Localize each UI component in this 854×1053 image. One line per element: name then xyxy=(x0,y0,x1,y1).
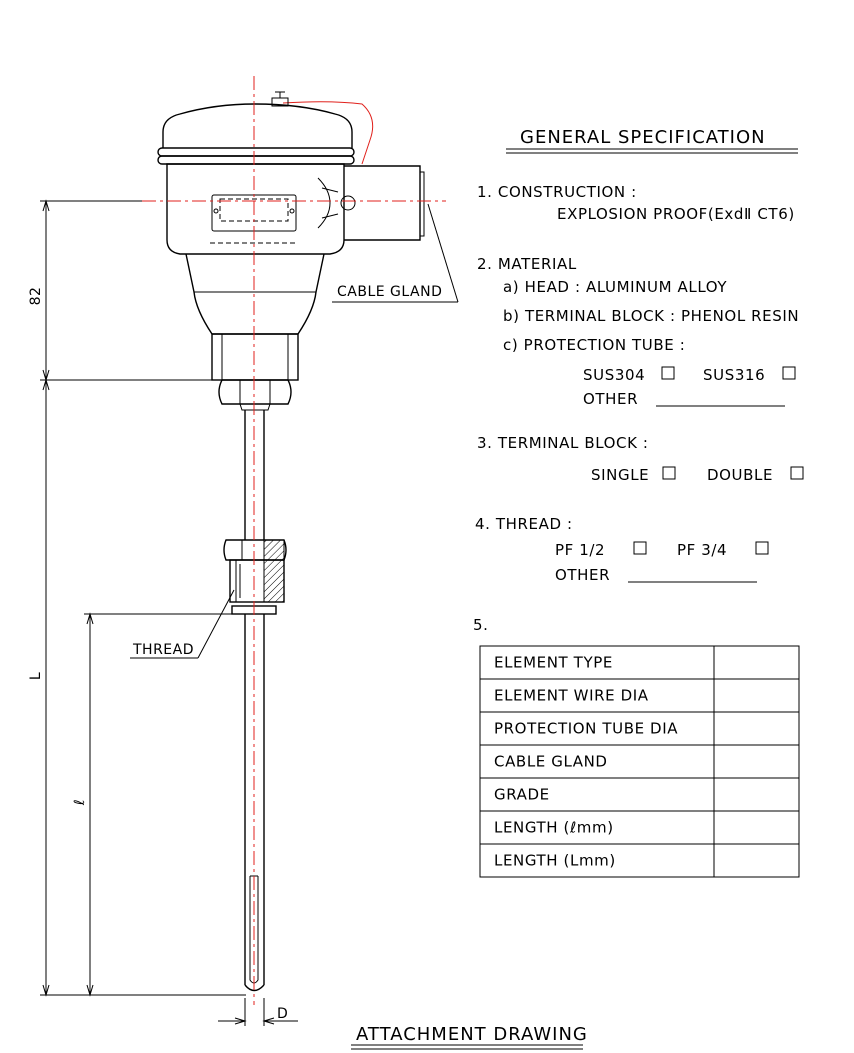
table-row-label: LENGTH (ℓmm) xyxy=(494,819,614,837)
checkbox-pf34[interactable] xyxy=(755,541,769,555)
material-terminal-block: b) TERMINAL BLOCK : PHENOL RESIN xyxy=(503,307,799,325)
thread-spec-label: 4. THREAD : xyxy=(475,515,573,533)
head-neck xyxy=(185,253,325,381)
checkbox-sus316[interactable] xyxy=(782,366,796,380)
construction-value: EXPLOSION PROOF(ExdⅡ CT6) xyxy=(557,205,795,223)
option-single-label: SINGLE xyxy=(591,466,649,484)
spec-title: GENERAL SPECIFICATION xyxy=(520,127,766,148)
dim-D-label: D xyxy=(277,1006,288,1022)
material-head: a) HEAD : ALUMINUM ALLOY xyxy=(503,278,727,296)
dim-l-label: ℓ xyxy=(72,799,88,806)
sensor-drawing: 82 L ℓ D xyxy=(28,76,459,1026)
option-sus316-label: SUS316 xyxy=(703,366,765,384)
table-row-label: CABLE GLAND xyxy=(494,753,608,771)
table-value-cell[interactable] xyxy=(715,812,798,843)
checkbox-sus304[interactable] xyxy=(661,366,675,380)
spec-table: ELEMENT TYPE ELEMENT WIRE DIA PROTECTION T… xyxy=(479,645,800,878)
specification-panel: GENERAL SPECIFICATION 1. CONSTRUCTION : … xyxy=(351,127,804,1050)
head-cover xyxy=(157,103,355,165)
checkbox-double[interactable] xyxy=(790,466,804,480)
cap-screw xyxy=(271,91,289,107)
dim-L-label: L xyxy=(28,672,44,680)
table-row-label: PROTECTION TUBE DIA xyxy=(494,720,678,738)
checkbox-single[interactable] xyxy=(662,466,676,480)
option-pf12-label: PF 1/2 xyxy=(555,541,605,559)
table-value-cell[interactable] xyxy=(715,779,798,810)
table-value-cell[interactable] xyxy=(715,680,798,711)
thread-label: THREAD xyxy=(132,642,194,658)
option-pf34-label: PF 3/4 xyxy=(677,541,727,559)
option-sus304-label: SUS304 xyxy=(583,366,645,384)
dimension-82: 82 xyxy=(28,199,222,382)
material-protection-tube: c) PROTECTION TUBE : xyxy=(503,336,685,354)
table-value-cell[interactable] xyxy=(715,647,798,678)
cable-gland-label: CABLE GLAND xyxy=(337,284,442,300)
dim-82-label: 82 xyxy=(28,287,44,306)
thread-callout: THREAD xyxy=(130,589,235,659)
option-double-label: DOUBLE xyxy=(707,466,773,484)
table-value-cell[interactable] xyxy=(715,845,798,876)
material-label: 2. MATERIAL xyxy=(477,255,577,273)
compression-fitting xyxy=(223,539,287,615)
table-row-label: GRADE xyxy=(494,786,550,804)
table-row-label: LENGTH (Lmm) xyxy=(494,852,616,870)
head-body xyxy=(166,163,425,255)
cable-gland-callout: CABLE GLAND xyxy=(332,203,459,303)
thread-other-label: OTHER xyxy=(555,566,610,584)
table-row-label: ELEMENT WIRE DIA xyxy=(494,687,649,705)
terminal-block-label: 3. TERMINAL BLOCK : xyxy=(477,434,649,452)
protection-tube xyxy=(244,410,265,992)
material-other-label: OTHER xyxy=(583,390,638,408)
item-5-label: 5. xyxy=(473,616,489,634)
table-row-label: ELEMENT TYPE xyxy=(494,654,613,672)
dimension-L: L xyxy=(28,378,246,997)
construction-label: 1. CONSTRUCTION : xyxy=(477,183,637,201)
dimension-l: ℓ xyxy=(72,612,232,997)
hex-nut-upper xyxy=(218,379,292,411)
table-value-cell[interactable] xyxy=(715,713,798,744)
dimension-D: D xyxy=(218,998,298,1026)
table-value-cell[interactable] xyxy=(715,746,798,777)
checkbox-pf12[interactable] xyxy=(633,541,647,555)
attachment-drawing-title: ATTACHMENT DRAWING xyxy=(356,1024,588,1045)
ground-lead xyxy=(282,101,374,165)
